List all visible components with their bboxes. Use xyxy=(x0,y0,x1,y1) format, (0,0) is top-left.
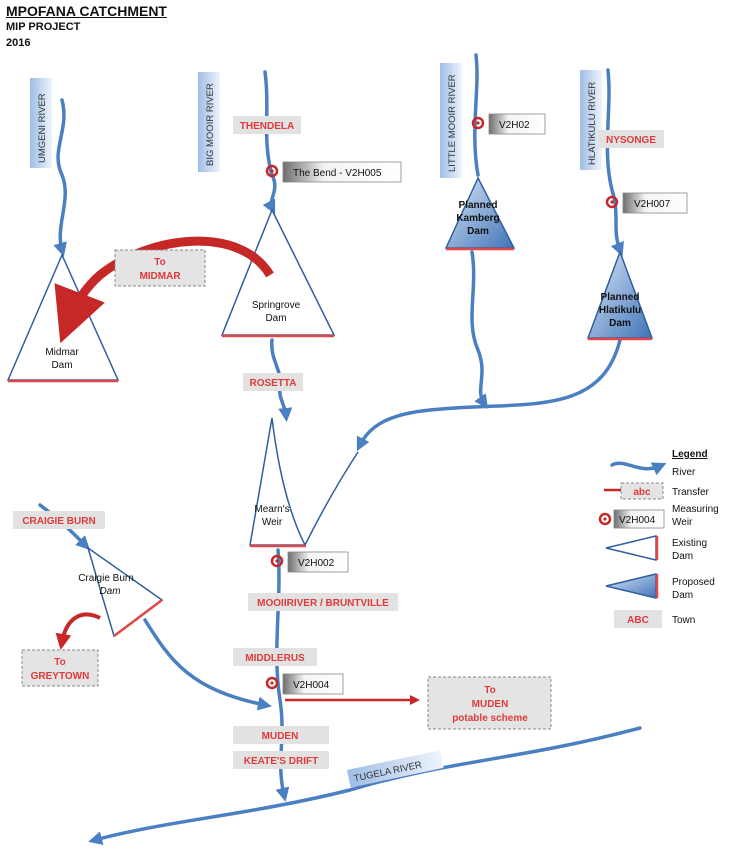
svg-text:potable scheme: potable scheme xyxy=(452,713,528,724)
svg-text:To: To xyxy=(54,657,65,668)
svg-text:BIG MOOIR RIVER: BIG MOOIR RIVER xyxy=(205,83,216,166)
svg-text:Dam: Dam xyxy=(672,590,693,601)
svg-text:Dam: Dam xyxy=(51,360,72,371)
svg-text:V2H002: V2H002 xyxy=(298,558,335,569)
page-title: MPOFANA CATCHMENT xyxy=(6,3,167,19)
legend-title: Legend xyxy=(672,449,708,460)
svg-text:abc: abc xyxy=(633,487,651,498)
svg-text:Town: Town xyxy=(672,615,695,626)
tugela-river-label: TUGELA RIVER xyxy=(346,750,444,788)
svg-text:Mearn's: Mearn's xyxy=(254,504,289,515)
svg-text:The Bend - V2H005: The Bend - V2H005 xyxy=(293,168,382,179)
town-rosetta: ROSETTA xyxy=(243,373,303,391)
planned-kamberg-dam: Planned Kamberg Dam xyxy=(444,176,516,251)
svg-text:V2H004: V2H004 xyxy=(619,515,656,526)
craigie-burn-outflow-line xyxy=(143,618,272,711)
svg-text:Craigie Burn: Craigie Burn xyxy=(78,573,134,584)
svg-text:LITTLE MOOIR RIVER: LITTLE MOOIR RIVER xyxy=(447,74,458,172)
legend-weir-swatch: V2H004 xyxy=(598,509,665,529)
hlatikulu-river-label: HLATIKULU RIVER xyxy=(580,70,602,170)
svg-text:Existing: Existing xyxy=(672,538,707,549)
town-keates-drift: KEATE'S DRIFT xyxy=(233,751,329,769)
svg-text:Dam: Dam xyxy=(467,226,489,237)
svg-text:Kamberg: Kamberg xyxy=(456,213,499,224)
umgeni-river-label: UMGENI RIVER xyxy=(30,78,52,168)
svg-text:MIDMAR: MIDMAR xyxy=(139,271,181,282)
svg-text:Dam: Dam xyxy=(672,551,693,562)
svg-text:MOOIIRIVER / BRUNTVILLE: MOOIIRIVER / BRUNTVILLE xyxy=(257,598,389,609)
svg-text:To: To xyxy=(154,257,165,268)
planned-hlatikulu-dam: Planned Hlatikulu Dam xyxy=(586,249,654,341)
svg-text:Weir: Weir xyxy=(672,517,693,528)
weir-v2h02: V2H02 xyxy=(471,113,546,135)
weir-the-bend: The Bend - V2H005 xyxy=(265,161,402,183)
svg-text:THENDELA: THENDELA xyxy=(240,121,294,132)
svg-text:Dam: Dam xyxy=(609,318,631,329)
svg-text:UMGENI RIVER: UMGENI RIVER xyxy=(37,93,48,163)
svg-text:MIDDLERUS: MIDDLERUS xyxy=(245,653,305,664)
svg-text:Dam: Dam xyxy=(265,313,286,324)
transfer-to-muden: To MUDEN potable scheme xyxy=(285,676,552,730)
legend-proposed-dam-swatch xyxy=(605,573,659,599)
svg-text:MUDEN: MUDEN xyxy=(472,699,509,710)
svg-text:Proposed: Proposed xyxy=(672,577,715,588)
town-craigie-burn: CRAIGIE BURN xyxy=(13,511,105,529)
svg-text:CRAIGIE BURN: CRAIGIE BURN xyxy=(22,516,95,527)
town-middlerus: MIDDLERUS xyxy=(233,648,317,666)
umgeni-river-line xyxy=(53,98,67,257)
legend-town-swatch xyxy=(614,610,662,628)
svg-text:To: To xyxy=(484,685,495,696)
town-mooiriver: MOOIIRIVER / BRUNTVILLE xyxy=(248,593,398,611)
tugela-river-line xyxy=(88,726,642,845)
town-thendela: THENDELA xyxy=(233,116,301,134)
svg-text:ROSETTA: ROSETTA xyxy=(249,378,296,389)
town-muden: MUDEN xyxy=(233,726,329,744)
svg-text:V2H02: V2H02 xyxy=(499,120,530,131)
svg-text:ABC: ABC xyxy=(627,615,649,626)
svg-text:River: River xyxy=(672,467,696,478)
svg-text:V2H004: V2H004 xyxy=(293,680,330,691)
year-label: 2016 xyxy=(6,37,31,49)
hlatikulu-to-mearns-line xyxy=(356,338,622,452)
town-nysonge: NYSONGE xyxy=(598,130,664,148)
mearns-weir: Mearn's Weir xyxy=(249,417,359,548)
svg-text:Hlatikulu: Hlatikulu xyxy=(599,305,641,316)
weir-v2h004: V2H004 xyxy=(265,673,344,695)
svg-text:HLATIKULU RIVER: HLATIKULU RIVER xyxy=(587,82,598,165)
little-mooi-river-label: LITTLE MOOIR RIVER xyxy=(440,63,462,178)
svg-text:Planned: Planned xyxy=(601,292,640,303)
big-mooi-upper-line xyxy=(262,70,277,215)
svg-text:Measuring: Measuring xyxy=(672,504,719,515)
svg-text:MUDEN: MUDEN xyxy=(262,731,299,742)
legend: Legend River abc Transfer V2H004 Measuri… xyxy=(598,449,719,628)
weir-v2h007: V2H007 xyxy=(605,192,688,214)
svg-text:Dam: Dam xyxy=(99,586,120,597)
svg-text:Springrove: Springrove xyxy=(252,300,301,311)
transfer-to-midmar: To MIDMAR xyxy=(54,236,274,344)
transfer-to-greytown: To GREYTOWN xyxy=(21,612,101,687)
svg-text:GREYTOWN: GREYTOWN xyxy=(31,671,90,682)
weir-v2h002: V2H002 xyxy=(270,551,349,573)
little-mooi-upper-line xyxy=(473,53,480,177)
svg-text:Weir: Weir xyxy=(262,517,283,528)
little-mooi-lower-line xyxy=(470,250,488,409)
svg-text:Midmar: Midmar xyxy=(45,347,79,358)
svg-text:V2H007: V2H007 xyxy=(634,199,671,210)
big-mooi-river-label: BIG MOOIR RIVER xyxy=(198,72,220,172)
legend-river-swatch xyxy=(610,461,667,476)
hlatikulu-upper-line xyxy=(605,68,624,257)
legend-existing-dam-swatch xyxy=(605,535,659,561)
craigie-burn-dam: Craigie Burn Dam xyxy=(78,546,164,638)
svg-text:Transfer: Transfer xyxy=(672,487,710,498)
svg-text:NYSONGE: NYSONGE xyxy=(606,135,656,146)
springrove-dam: Springrove Dam xyxy=(220,208,336,338)
svg-text:KEATE'S DRIFT: KEATE'S DRIFT xyxy=(244,756,318,767)
svg-text:Planned: Planned xyxy=(459,200,498,211)
project-label: MIP PROJECT xyxy=(6,21,81,33)
